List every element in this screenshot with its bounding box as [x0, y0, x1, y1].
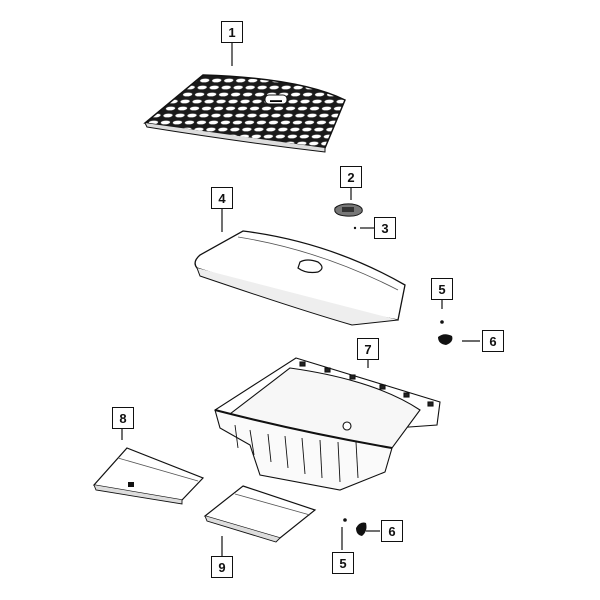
callout-4[interactable]: 4 — [211, 187, 233, 209]
part-9-cover — [203, 485, 317, 543]
callout-2[interactable]: 2 — [340, 166, 362, 188]
callout-7[interactable]: 7 — [357, 338, 379, 360]
callout-3[interactable]: 3 — [374, 217, 396, 239]
part-6b-nut — [356, 522, 367, 536]
part-6a-nut — [438, 334, 453, 345]
callout-9[interactable]: 9 — [211, 556, 233, 578]
callout-5-upper[interactable]: 5 — [431, 278, 453, 300]
callout-5-lower[interactable]: 5 — [332, 552, 354, 574]
part-2-bezel — [334, 203, 363, 217]
part-1-mat: ▬▬ — [143, 74, 346, 153]
part-8-cover — [92, 447, 205, 505]
part-7-bin — [214, 357, 441, 491]
part-5a-clip — [440, 320, 444, 324]
callout-1[interactable]: 1 — [221, 21, 243, 43]
callout-8[interactable]: 8 — [112, 407, 134, 429]
part-3-screw — [353, 226, 357, 230]
leader-lines — [121, 43, 480, 556]
part-5b-clip — [343, 518, 347, 522]
callout-6-upper[interactable]: 6 — [482, 330, 504, 352]
svg-text:▬▬: ▬▬ — [270, 98, 282, 104]
callout-6-lower[interactable]: 6 — [381, 520, 403, 542]
part-4-panel — [194, 230, 406, 326]
